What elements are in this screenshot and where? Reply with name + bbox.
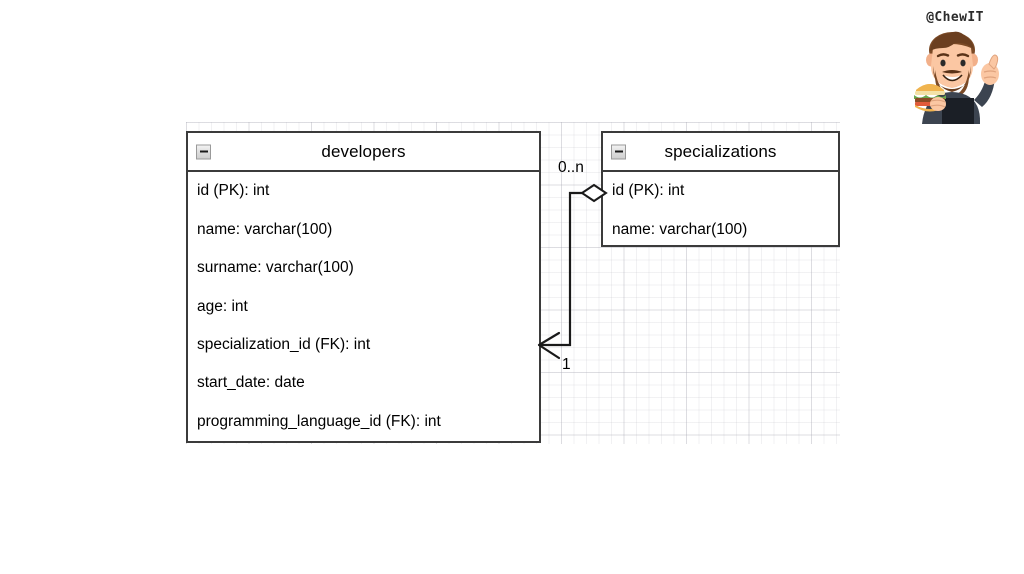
open-arrowhead-marker [537, 331, 561, 360]
attribute-row: id (PK): int [197, 182, 270, 200]
entity-specializations-title: specializations [664, 141, 777, 161]
open-diamond-marker [580, 183, 608, 203]
attribute-row: name: varchar(100) [197, 220, 333, 238]
entity-developers-header: developers [188, 133, 539, 172]
attribute-row: age: int [197, 297, 248, 315]
cardinality-label-target: 0..n [558, 159, 584, 176]
entity-specializations-attribute-list: id (PK): int name: varchar(100) [603, 172, 838, 249]
entity-developers[interactable]: developers id (PK): int name: varchar(10… [186, 131, 541, 443]
watermark-handle-text: @ChewIT [926, 10, 984, 25]
attribute-row: id (PK): int [612, 182, 685, 200]
entity-specializations[interactable]: specializations id (PK): int name: varch… [601, 131, 840, 247]
entity-specializations-header: specializations [603, 133, 838, 172]
collapse-minus-icon[interactable] [611, 144, 626, 159]
attribute-row: name: varchar(100) [612, 220, 748, 238]
attribute-row: start_date: date [197, 374, 305, 392]
watermark: @ChewIT [894, 6, 1016, 124]
collapse-minus-icon[interactable] [196, 144, 211, 159]
relationship-line [541, 191, 582, 347]
entity-developers-attribute-list: id (PK): int name: varchar(100) surname:… [188, 172, 539, 441]
entity-developers-title: developers [321, 141, 406, 161]
attribute-row: surname: varchar(100) [197, 259, 354, 277]
attribute-row: programming_language_id (FK): int [197, 412, 441, 430]
relationship-connector[interactable] [520, 150, 640, 380]
cardinality-label-source: 1 [562, 356, 571, 373]
attribute-row: specialization_id (FK): int [197, 336, 371, 353]
bearded-man-with-burger-avatar [914, 31, 999, 124]
